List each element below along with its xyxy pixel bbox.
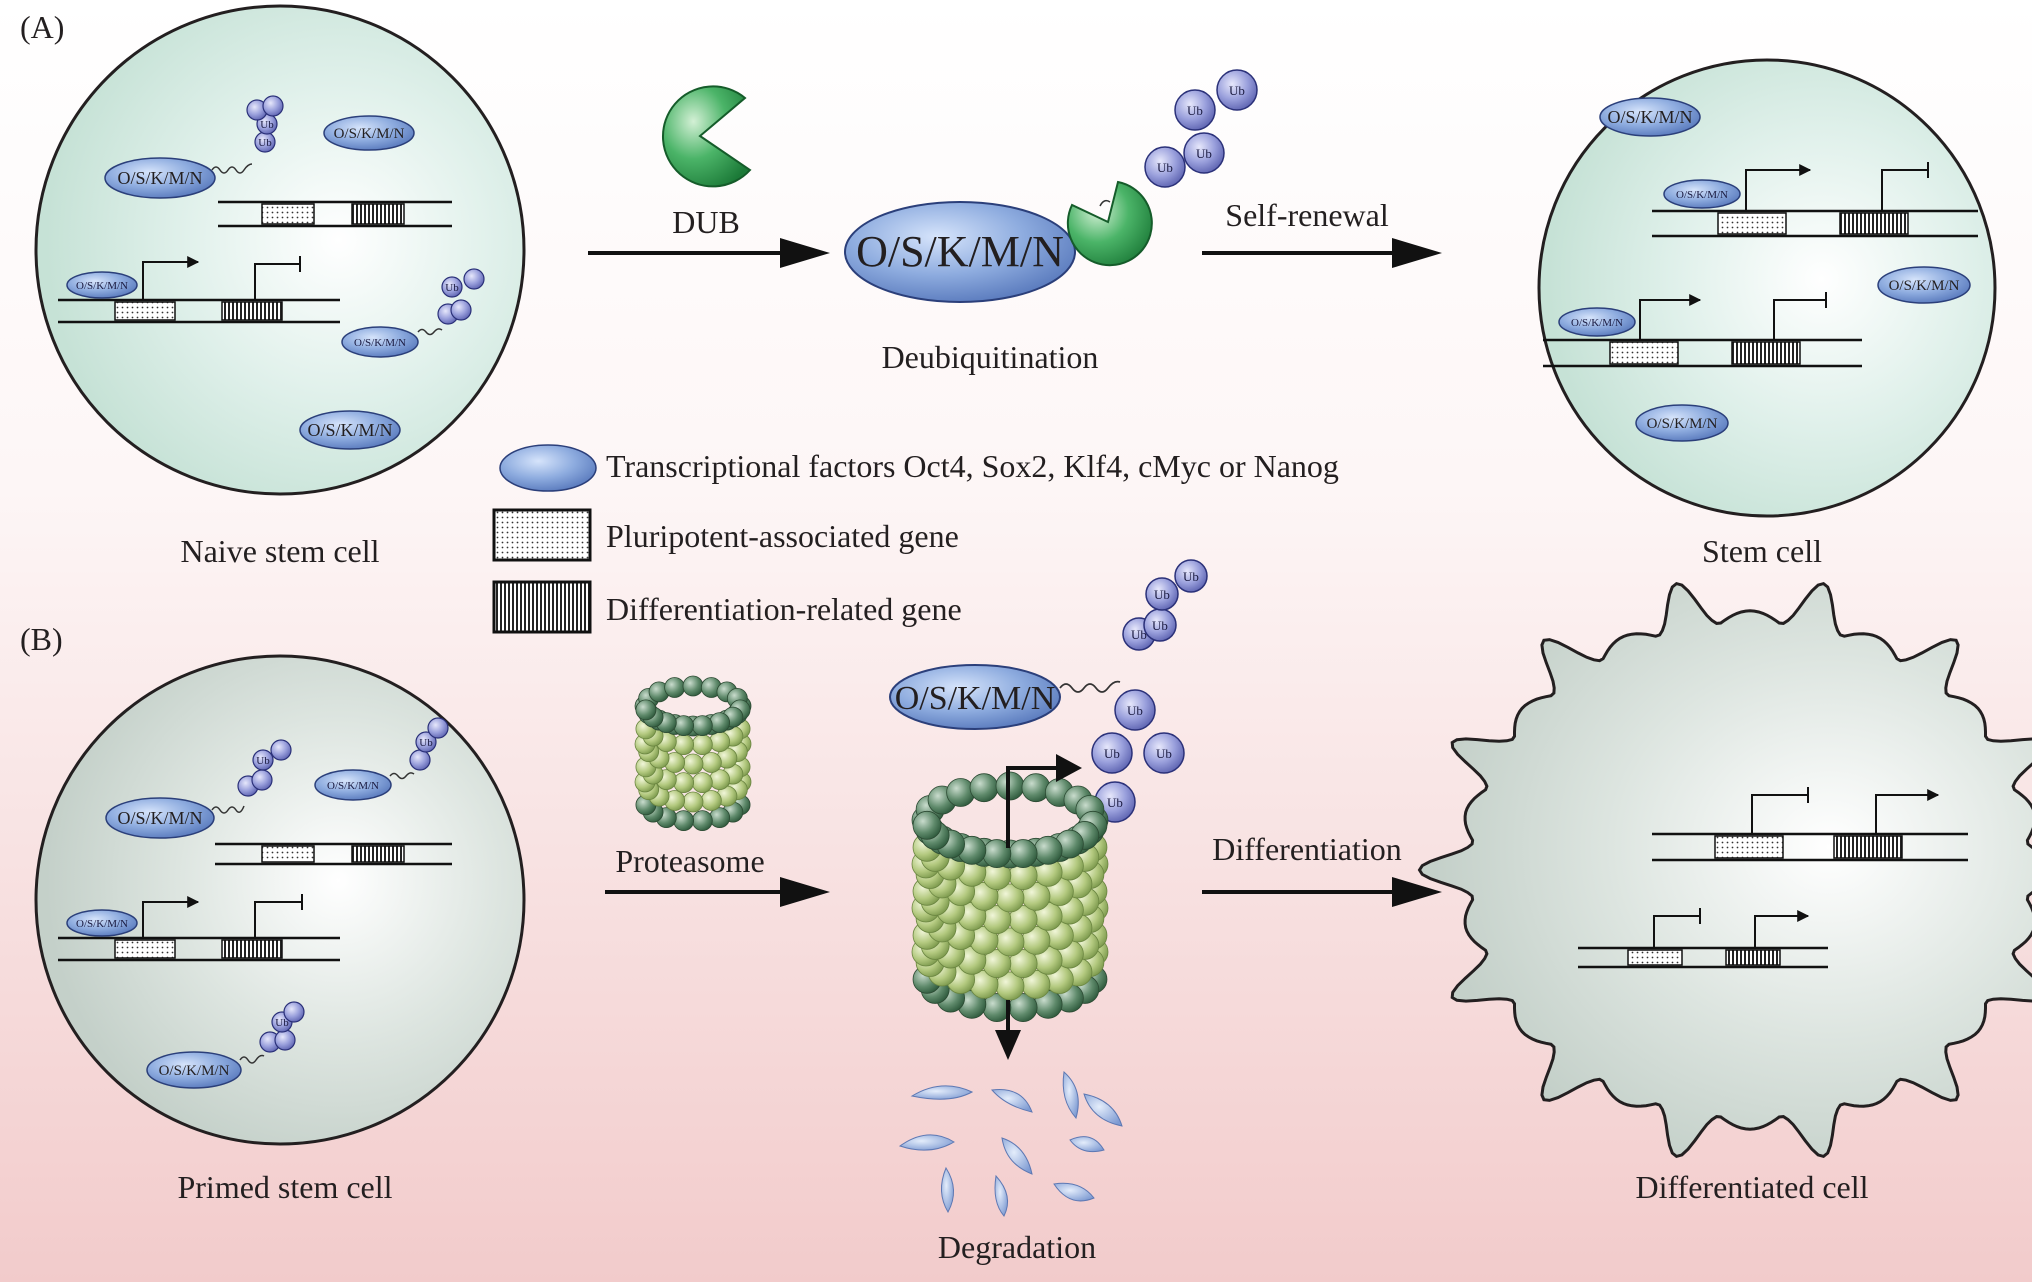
- stem-cell-label: Stem cell: [1702, 533, 1822, 569]
- stem-cell: O/S/K/M/N O/S/K/M/N O/S/K/M/N O/S/K/M/N …: [1537, 58, 1997, 518]
- exit-arrow: [995, 1000, 1021, 1060]
- gene-construct: [215, 842, 452, 866]
- differentiation-label: Differentiation: [1212, 831, 1402, 867]
- gene-construct: [1543, 292, 1862, 368]
- svg-text:Ub: Ub: [1107, 795, 1123, 810]
- svg-text:O/S/K/M/N: O/S/K/M/N: [1676, 189, 1728, 201]
- svg-text:Ub: Ub: [275, 1017, 289, 1029]
- self-renewal-label: Self-renewal: [1225, 197, 1389, 233]
- gene-construct: [1652, 787, 1968, 862]
- svg-text:Ub: Ub: [256, 755, 270, 767]
- svg-text:O/S/K/M/N: O/S/K/M/N: [307, 420, 392, 440]
- dub-label: DUB: [672, 204, 740, 240]
- svg-text:Ub: Ub: [1152, 618, 1168, 633]
- svg-text:O/S/K/M/N: O/S/K/M/N: [159, 1063, 230, 1079]
- svg-text:O/S/K/M/N: O/S/K/M/N: [1647, 416, 1718, 432]
- svg-text:Ub: Ub: [445, 282, 459, 294]
- transcription-factor: O/S/K/M/N: [299, 410, 401, 450]
- peptide-fragments: [898, 1071, 1123, 1217]
- gene-construct: [1578, 908, 1828, 969]
- svg-text:Ub: Ub: [1229, 83, 1245, 98]
- self-renewal-arrow: [1202, 238, 1442, 268]
- svg-text:Transcriptional factors Oct4,: Transcriptional factors Oct4, Sox2, Klf4…: [606, 448, 1339, 484]
- svg-text:O/S/K/M/N: O/S/K/M/N: [327, 780, 379, 792]
- primed-stem-cell-label: Primed stem cell: [177, 1169, 392, 1205]
- svg-text:O/S/K/M/N: O/S/K/M/N: [1607, 107, 1692, 127]
- proteasome-arrow: [605, 877, 830, 907]
- svg-text:Ub: Ub: [1187, 103, 1203, 118]
- svg-text:Ub: Ub: [260, 119, 274, 131]
- naive-stem-cell-label: Naive stem cell: [180, 533, 379, 569]
- svg-text:Ub: Ub: [1156, 746, 1172, 761]
- svg-text:O/S/K/M/N: O/S/K/M/N: [1889, 278, 1960, 294]
- svg-text:O/S/K/M/N: O/S/K/M/N: [895, 680, 1056, 717]
- legend-item-tf: Transcriptional factors Oct4, Sox2, Klf4…: [499, 444, 1339, 492]
- panel-label-b: (B): [20, 621, 63, 657]
- transcription-factor: O/S/K/M/N: [1663, 179, 1741, 209]
- legend-item-differentiation: Differentiation-related gene: [492, 580, 962, 634]
- svg-text:Ub: Ub: [1157, 160, 1173, 175]
- legend-item-pluripotent: Pluripotent-associated gene: [492, 508, 959, 562]
- proteasome-large: [911, 771, 1109, 1022]
- degradation-label: Degradation: [938, 1229, 1096, 1265]
- svg-text:Ub: Ub: [1104, 746, 1120, 761]
- legend: Transcriptional factors Oct4, Sox2, Klf4…: [492, 444, 1339, 634]
- gene-construct: [1652, 162, 1978, 238]
- ubiquitinated-transcription-factor: O/S/K/M/N Ub: [146, 1001, 305, 1089]
- transcription-factor: O/S/K/M/N: [1558, 307, 1636, 337]
- dub-arrow: [588, 238, 830, 268]
- entry-arrow: [1006, 754, 1082, 848]
- dub-enzyme: [662, 85, 752, 188]
- transcription-factor: O/S/K/M/N: [1599, 97, 1701, 137]
- ubiquitinated-transcription-factor: O/S/K/M/N Ub: [105, 739, 292, 839]
- svg-text:Pluripotent-associated gene: Pluripotent-associated gene: [606, 518, 959, 554]
- differentiated-cell: [1417, 581, 2032, 1159]
- primed-stem-cell: O/S/K/M/N O/S/K/M/N Ub O/S/K/M/N Ub O/S/…: [34, 654, 526, 1146]
- gene-construct: [58, 256, 340, 324]
- svg-text:O/S/K/M/N: O/S/K/M/N: [354, 337, 406, 349]
- proteasome: [634, 675, 752, 832]
- naive-stem-cell: O/S/K/M/N O/S/K/M/N Ub Ub O/S/K/M/N O/S/…: [34, 4, 526, 496]
- transcription-factor: O/S/K/M/N: [1877, 266, 1971, 304]
- svg-text:Differentiation-related gene: Differentiation-related gene: [606, 591, 962, 627]
- svg-text:Ub: Ub: [1127, 703, 1143, 718]
- svg-text:O/S/K/M/N: O/S/K/M/N: [856, 227, 1064, 276]
- proteasome-label: Proteasome: [615, 843, 764, 879]
- differentiation-arrow: [1202, 877, 1442, 907]
- transcription-factor: O/S/K/M/N: [66, 909, 138, 937]
- svg-text:O/S/K/M/N: O/S/K/M/N: [76, 918, 128, 930]
- ubiquitinated-transcription-factor: O/S/K/M/N Ub: [341, 268, 485, 358]
- transcription-factor: O/S/K/M/N: [1635, 404, 1729, 442]
- gene-construct: [218, 200, 452, 228]
- svg-text:O/S/K/M/N: O/S/K/M/N: [117, 168, 202, 188]
- svg-text:Ub: Ub: [419, 737, 433, 749]
- gene-construct: [58, 894, 340, 962]
- transcription-factor: O/S/K/M/N: [66, 271, 138, 299]
- svg-text:Ub: Ub: [258, 137, 272, 149]
- deubiquitination-complex: O/S/K/M/N Ub Ub Ub Ub: [844, 69, 1258, 303]
- deubiquitination-label: Deubiquitination: [882, 339, 1099, 375]
- svg-text:Ub: Ub: [1131, 627, 1147, 642]
- ubiquitinated-transcription-factor: O/S/K/M/N Ub: [314, 717, 449, 801]
- svg-text:O/S/K/M/N: O/S/K/M/N: [76, 280, 128, 292]
- svg-text:O/S/K/M/N: O/S/K/M/N: [1571, 317, 1623, 329]
- transcription-factor: O/S/K/M/N: [323, 115, 415, 151]
- svg-text:Ub: Ub: [1154, 587, 1170, 602]
- svg-text:O/S/K/M/N: O/S/K/M/N: [117, 808, 202, 828]
- svg-text:Ub: Ub: [1196, 146, 1212, 161]
- differentiated-cell-label: Differentiated cell: [1635, 1169, 1868, 1205]
- svg-text:Ub: Ub: [1183, 569, 1199, 584]
- panel-label-a: (A): [20, 9, 64, 45]
- svg-text:O/S/K/M/N: O/S/K/M/N: [334, 126, 405, 142]
- ubiquitinated-transcription-factor: O/S/K/M/N Ub Ub: [104, 95, 284, 199]
